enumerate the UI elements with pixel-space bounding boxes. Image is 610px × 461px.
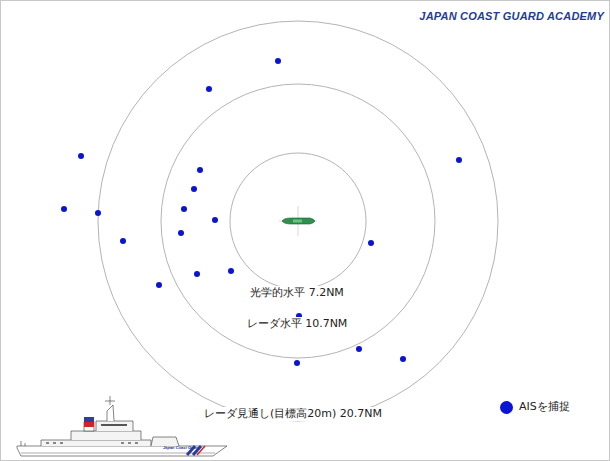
own-ship [282, 218, 315, 224]
range-label: レーダ水平 10.7NM [245, 317, 350, 330]
ais-targets [61, 58, 462, 366]
patrol-ship-drawing [17, 396, 227, 456]
logo-title: JAPAN COAST GUARD ACADEMY [419, 10, 604, 23]
range-label: 光学的水平 7.2NM [248, 286, 346, 299]
range-label: レーダ見通し(目標高20m) 20.7NM [202, 407, 384, 420]
legend-text: AISを捕捉 [519, 400, 570, 413]
crosshair [279, 206, 317, 236]
hull-marking: Japan Coast Guard [163, 446, 200, 451]
legend-swatch [500, 401, 513, 414]
range-circles [98, 21, 498, 421]
